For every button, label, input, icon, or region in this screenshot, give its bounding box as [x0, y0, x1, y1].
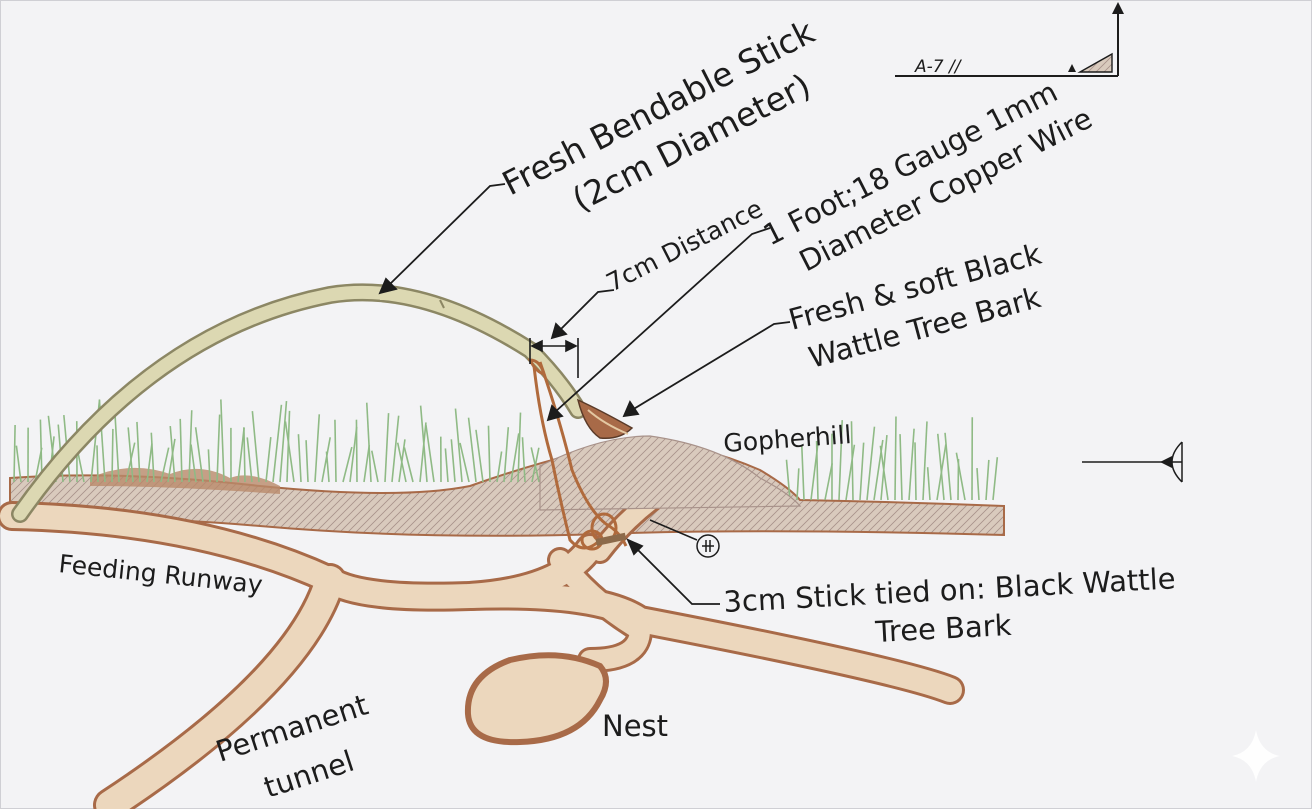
grass-blade: [190, 444, 197, 483]
grass-blade: [873, 439, 884, 501]
grass-blade: [169, 426, 176, 483]
leader-lines: [378, 183, 791, 605]
label-tied-line2: Tree Bark: [874, 608, 1013, 649]
grass-blade: [96, 445, 99, 483]
sparkle-icon: [1232, 730, 1280, 782]
grass-blade: [936, 433, 945, 501]
grass-blade: [815, 440, 819, 501]
grass-blade: [914, 442, 917, 501]
trigger-stick: [595, 532, 627, 546]
grass-blade: [127, 427, 134, 483]
grass-blade: [425, 424, 435, 483]
gopherhill-mound: [539, 435, 802, 511]
grass-blade: [314, 414, 321, 483]
grass-blade: [365, 402, 372, 483]
grass-blade: [272, 404, 283, 483]
grass-blade: [838, 420, 844, 501]
label-nest: Nest: [602, 709, 668, 743]
grass-blade: [384, 413, 390, 483]
title-block-text: A-7 //: [914, 57, 963, 77]
grass-blade: [922, 421, 928, 501]
grass-blade: [908, 428, 915, 501]
grass-blade: [396, 442, 407, 483]
grass-blade: [503, 427, 510, 483]
grass-blade: [194, 427, 204, 483]
grass-blade: [976, 468, 980, 501]
nest-chamber: [464, 652, 609, 746]
grass-blade: [160, 447, 170, 483]
soil-layer: [9, 438, 1005, 537]
grass-blade: [810, 440, 820, 501]
grass-blade: [530, 447, 540, 483]
grass-blade: [220, 399, 225, 483]
grass-blade: [251, 411, 260, 483]
grass-blade: [419, 405, 428, 483]
distance-dimension: [529, 338, 579, 378]
grass-blade: [279, 400, 288, 483]
grass-blade: [496, 451, 503, 483]
grass-blade: [444, 448, 449, 483]
grass-blade: [13, 425, 16, 483]
grass-blade: [419, 422, 427, 483]
grass-blade: [450, 439, 456, 483]
grass-blade: [167, 438, 176, 483]
grass-blade: [246, 437, 253, 483]
grass-blade: [845, 444, 856, 501]
grass-blade: [179, 418, 183, 483]
grass-blade: [467, 417, 477, 483]
grass-blade: [243, 427, 246, 483]
grass-blade: [859, 442, 865, 501]
grass-blade: [391, 415, 400, 483]
grass-blade: [487, 425, 491, 483]
bark-strip: [576, 398, 634, 440]
grass-blade: [136, 421, 141, 483]
grass-blade: [15, 445, 22, 483]
grass-blade: [305, 440, 309, 483]
grass-blade: [866, 426, 876, 501]
grass-blade: [284, 421, 295, 483]
grass-blade: [879, 445, 889, 501]
grass-blade: [955, 452, 966, 501]
grass-blade: [334, 419, 337, 483]
grass-blade: [475, 429, 484, 483]
grass-blade: [342, 446, 353, 483]
grass-blade: [800, 445, 805, 501]
section-mark: [1082, 441, 1183, 483]
grass-blade: [150, 432, 155, 483]
grass-blade: [926, 467, 931, 501]
soil-crust: [90, 467, 280, 494]
bendable-stick: [11, 283, 587, 523]
grass-blade: [510, 433, 520, 483]
grass-blade: [403, 447, 414, 483]
grass-blade: [355, 419, 358, 483]
grass-blade: [459, 442, 470, 483]
grass-blade: [321, 437, 332, 483]
grass-blade: [370, 450, 379, 483]
grass-blade: [325, 451, 330, 483]
grass-blade: [297, 434, 302, 483]
grass-blade: [944, 432, 952, 501]
grass-blade: [188, 410, 193, 483]
grass-blade: [985, 459, 990, 501]
reference-symbol: [649, 519, 720, 558]
grass-blade: [111, 428, 114, 483]
grass-blade: [265, 437, 272, 483]
grass-blade: [992, 457, 999, 501]
grass-blade: [850, 421, 854, 501]
grass-blade: [114, 414, 120, 483]
grass-blade: [521, 437, 526, 483]
grass-blade: [125, 442, 136, 483]
grass-blade: [216, 414, 221, 483]
grass-blade: [894, 416, 897, 501]
grass-blade: [796, 468, 800, 501]
grass: [13, 399, 999, 501]
grass-blade: [207, 449, 211, 483]
grass-blade: [454, 408, 463, 483]
grass-blade: [517, 412, 522, 483]
title-block: A-7 //: [895, 2, 1124, 77]
grass-blade: [899, 434, 903, 501]
